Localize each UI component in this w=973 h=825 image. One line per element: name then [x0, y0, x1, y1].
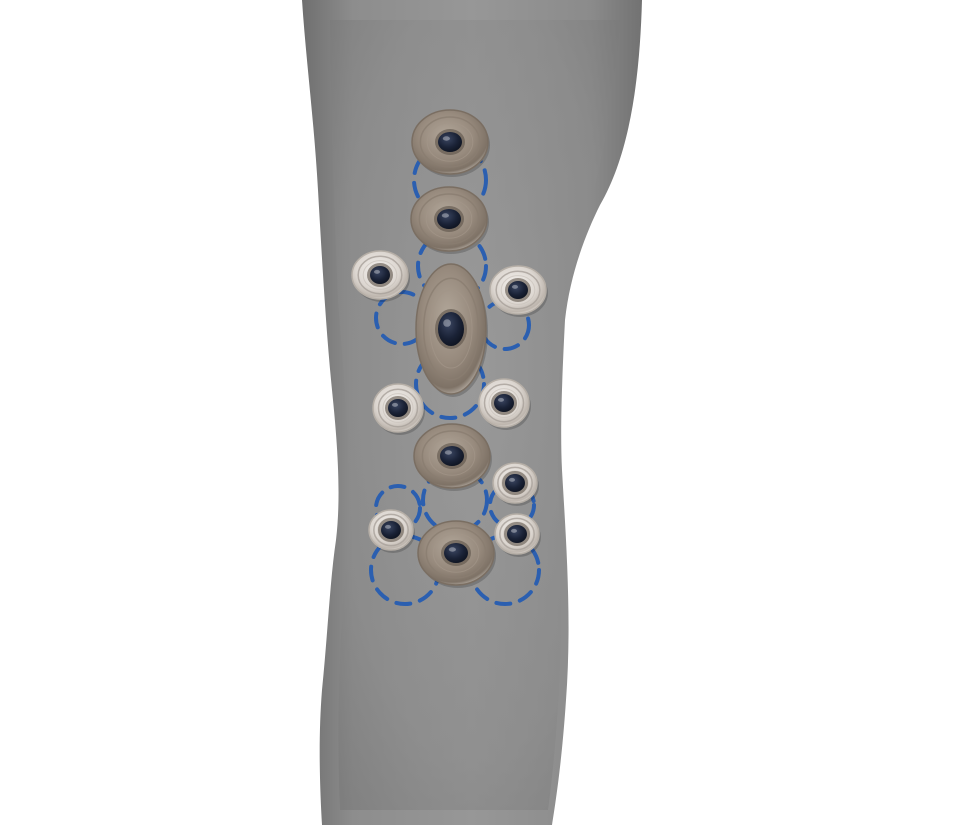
center-highlight	[509, 477, 515, 482]
cup-lower-left	[368, 509, 415, 553]
center-electrode	[508, 281, 528, 299]
cup-lower-right-2	[494, 513, 541, 557]
cup-ring	[495, 270, 541, 310]
cup-ring	[357, 255, 403, 295]
center-electrode	[494, 394, 514, 412]
center-highlight	[512, 284, 518, 289]
cup-inner-ring	[429, 289, 473, 369]
cup-lower-right-1	[492, 462, 539, 506]
center-highlight	[374, 269, 380, 274]
cup-ring	[419, 116, 481, 168]
center-electrode	[507, 525, 527, 543]
cup-ring	[377, 388, 419, 428]
center-highlight	[392, 402, 398, 407]
cup-inner-ring	[425, 199, 473, 239]
leg-shading	[330, 20, 620, 810]
cup-ring	[483, 383, 525, 423]
center-highlight	[441, 213, 449, 218]
cup-upper-right	[489, 265, 548, 317]
cup-bottom-center	[417, 520, 496, 588]
center-electrode	[440, 446, 464, 466]
cup-lower-center	[413, 423, 492, 491]
cup-inner-ring	[488, 388, 520, 418]
cup-center	[415, 263, 488, 397]
center-electrode	[438, 312, 464, 346]
cup-ring	[497, 466, 533, 500]
cup-inner-ring	[382, 393, 414, 423]
cup-upper-left	[351, 250, 410, 302]
cup-inner-ring	[362, 260, 398, 290]
cup-markers	[351, 109, 548, 588]
cup-ring	[425, 527, 487, 579]
center-electrode	[438, 132, 462, 152]
center-electrode	[444, 543, 468, 563]
cup-mid-left	[372, 383, 425, 435]
center-electrode	[370, 266, 390, 284]
cup-mid-right	[478, 378, 531, 430]
center-highlight	[385, 524, 391, 529]
center-highlight	[443, 319, 451, 327]
center-highlight	[442, 136, 450, 141]
cup-upper-2	[410, 186, 489, 254]
cup-inner-ring	[428, 436, 476, 476]
center-highlight	[444, 450, 452, 455]
center-highlight	[498, 397, 504, 402]
cup-inner-ring	[426, 122, 474, 162]
center-highlight	[511, 528, 517, 533]
cup-ring	[499, 517, 535, 551]
cup-inner-ring	[432, 533, 480, 573]
cup-ring	[421, 430, 483, 482]
center-electrode	[388, 399, 408, 417]
center-electrode	[437, 209, 461, 229]
cup-ring	[373, 513, 409, 547]
cup-inner-ring	[500, 275, 536, 305]
center-highlight	[448, 547, 456, 552]
center-electrode	[505, 474, 525, 492]
cup-ring	[422, 277, 480, 381]
cup-ring	[418, 193, 480, 245]
cup-upper-1	[411, 109, 490, 177]
center-electrode	[381, 521, 401, 539]
